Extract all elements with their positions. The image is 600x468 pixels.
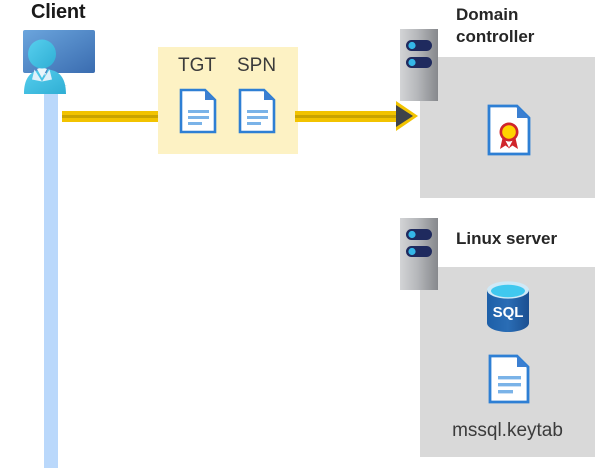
domain-controller-title: Domain controller <box>456 4 534 48</box>
linux-server-title-line-1: Linux server <box>456 229 558 248</box>
keytab-filename-label: mssql.keytab <box>452 420 563 441</box>
client-label: Client <box>31 1 86 23</box>
workstation-user-icon <box>4 28 100 94</box>
document-icon <box>179 88 217 134</box>
document-icon <box>238 88 276 134</box>
tgt-label: TGT <box>178 55 216 76</box>
spn-label: SPN <box>237 55 277 76</box>
certificate-document-icon <box>487 104 531 156</box>
linux-server-title: Linux server <box>456 228 557 250</box>
domain-controller-title-line-1: Domain <box>456 5 519 24</box>
sql-database-icon: SQL <box>483 279 533 334</box>
client-lifeline-bar <box>44 62 58 468</box>
flow-line-segment-client-to-token <box>62 111 161 122</box>
flow-line-segment-token-to-dc <box>295 111 401 122</box>
server-tower-icon <box>400 29 438 101</box>
document-icon <box>488 354 530 404</box>
sql-database-text: SQL <box>493 304 524 321</box>
domain-controller-title-line-2: controller <box>456 27 535 46</box>
server-tower-icon <box>400 218 438 290</box>
